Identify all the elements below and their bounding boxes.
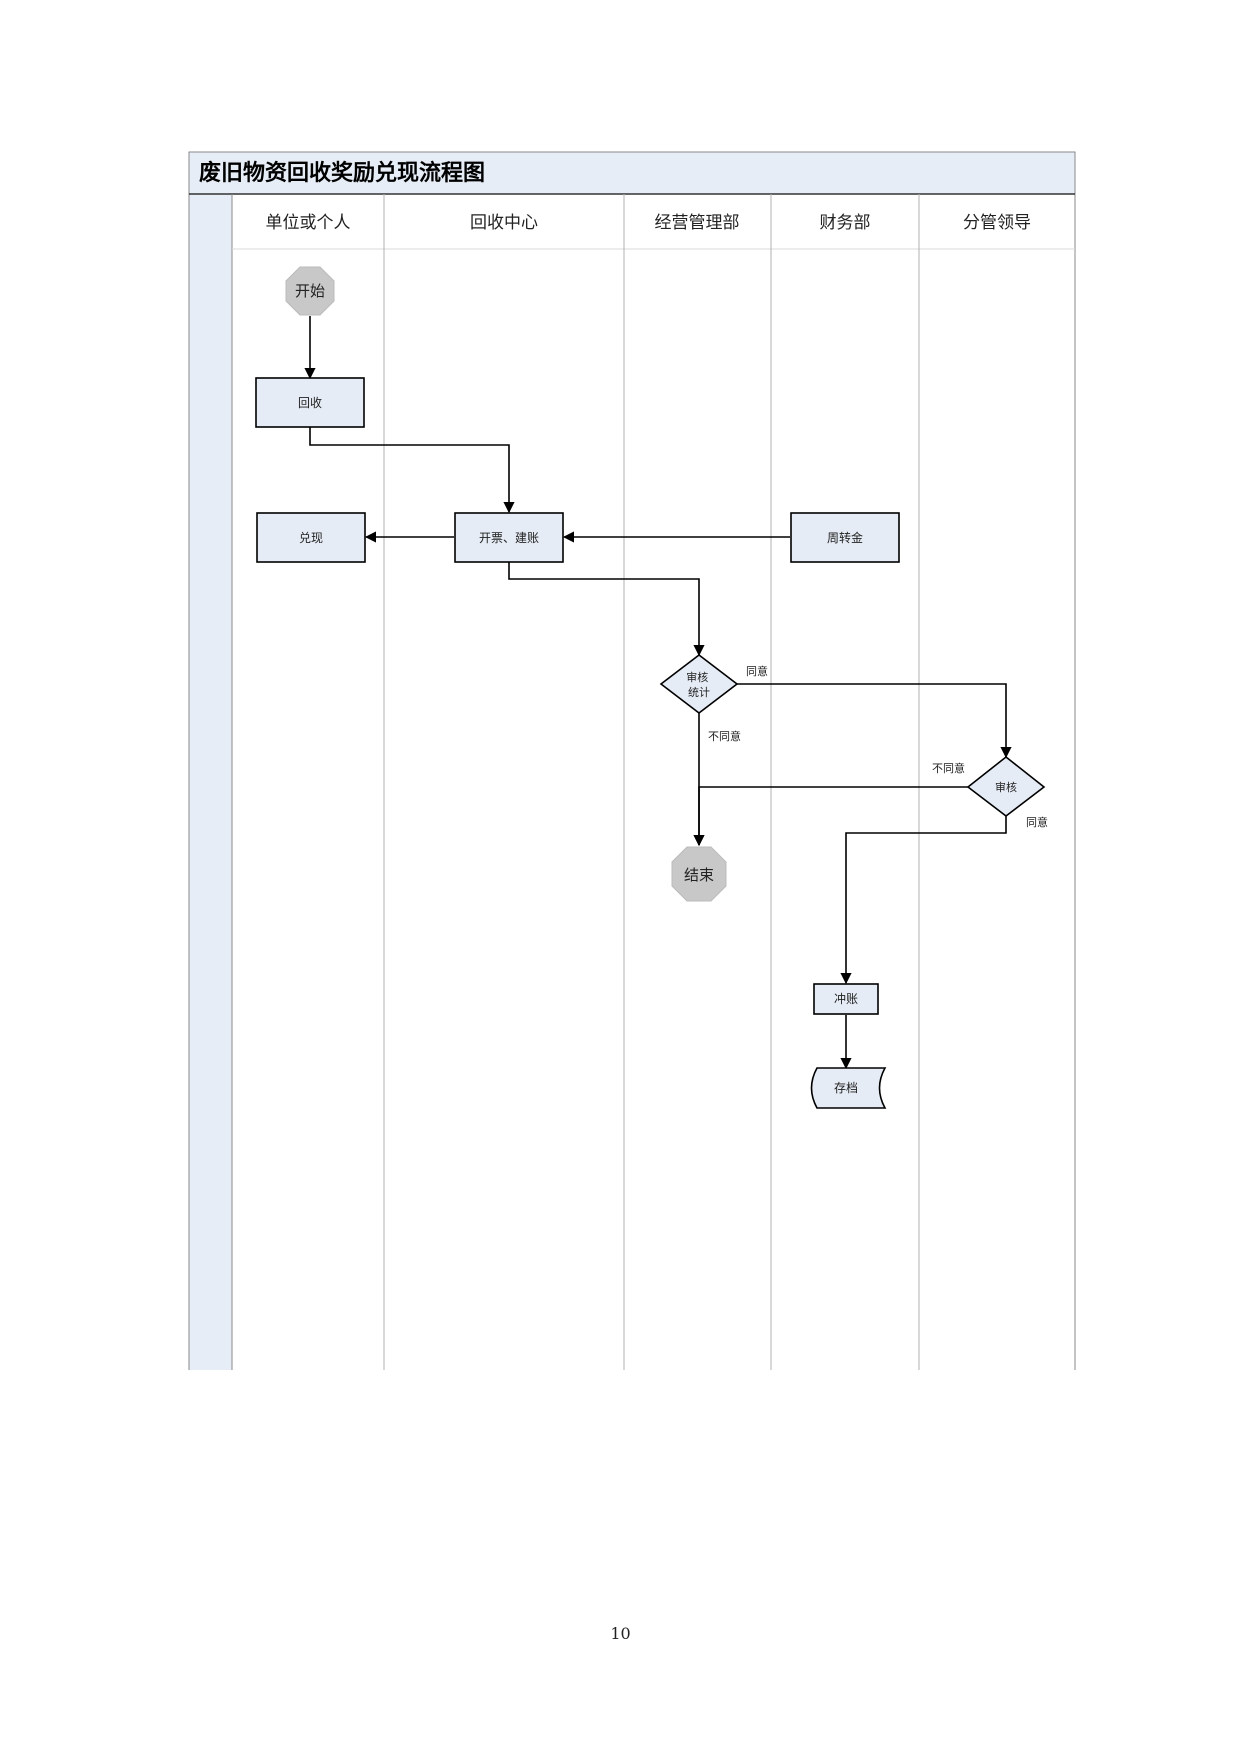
archive-label: 存档: [834, 1081, 858, 1095]
working-capital-label: 周转金: [827, 530, 863, 545]
edge-label-agree-2: 同意: [1026, 815, 1048, 829]
lane-header-finance: 财务部: [820, 213, 871, 233]
cashout-label: 兑现: [299, 531, 323, 545]
leader-review-decision: 审核: [966, 755, 1046, 818]
edge-leader-agree: [840, 816, 1007, 985]
edge-label-agree-1: 同意: [746, 664, 768, 678]
edge-leader-disagree: [693, 786, 968, 847]
diagram-title: 废旧物资回收奖励兑现流程图: [199, 160, 485, 186]
lane-dividers: [383, 194, 920, 1370]
review-stats-decision: 审核 统计: [659, 653, 739, 715]
lane-header-leader: 分管领导: [963, 213, 1031, 233]
leader-review-label: 审核: [995, 780, 1017, 794]
edge-label-disagree-2: 不同意: [932, 761, 965, 775]
edge-label-disagree-1: 不同意: [708, 729, 741, 743]
invoice-node: 开票、建账: [454, 512, 564, 563]
lane-header-operations: 经营管理部: [655, 213, 740, 233]
invoice-label: 开票、建账: [479, 531, 539, 545]
edge-recycle-to-invoice: [309, 427, 515, 514]
start-node: 开始: [285, 266, 335, 316]
lane-header-recycle-center: 回收中心: [470, 213, 538, 233]
working-capital-node: 周转金: [790, 512, 900, 563]
review-stats-label: 审核 统计: [686, 670, 712, 699]
recycle-label: 回收: [298, 396, 322, 410]
lane-header-unit: 单位或个人: [266, 213, 351, 233]
connectors: [304, 316, 1012, 1070]
cashout-node: 兑现: [256, 512, 366, 563]
write-off-label: 冲账: [834, 991, 858, 1006]
archive-node: 存档: [810, 1067, 887, 1109]
end-node: 结束: [671, 846, 727, 902]
write-off-node: 冲账: [813, 983, 879, 1015]
end-label: 结束: [684, 866, 714, 884]
edge-review-agree: [737, 683, 1012, 759]
edge-invoice-to-review: [508, 562, 705, 657]
lane-headers: 单位或个人 回收中心 经营管理部 财务部 分管领导: [266, 213, 1032, 233]
recycle-node: 回收: [255, 377, 365, 428]
start-label: 开始: [295, 282, 325, 300]
page-number: 10: [610, 1624, 631, 1643]
diagram-frame: [188, 151, 1076, 1370]
